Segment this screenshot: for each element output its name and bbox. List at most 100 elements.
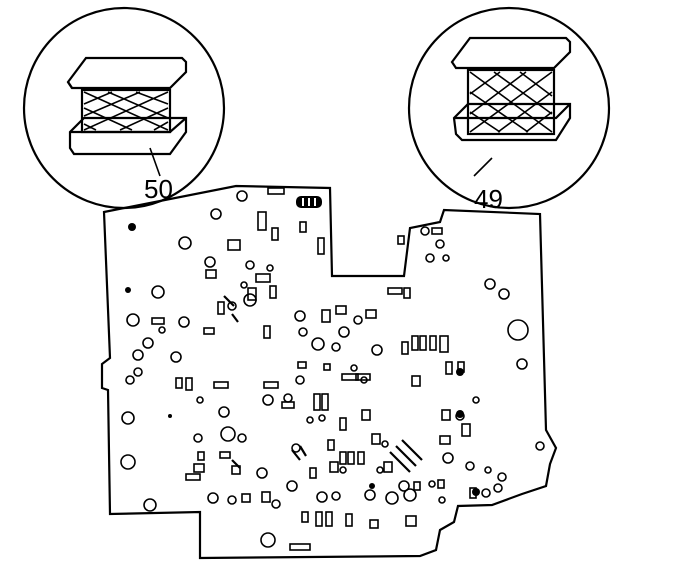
port [231, 465, 241, 475]
port [357, 451, 365, 465]
hole [484, 466, 492, 474]
port [387, 287, 403, 295]
port [185, 377, 193, 391]
ribbed-fitting-slot [308, 198, 310, 206]
port [439, 435, 451, 445]
hole [170, 351, 182, 363]
hole [266, 264, 274, 272]
hole [126, 313, 140, 327]
hole [120, 454, 136, 470]
port [345, 513, 353, 527]
port [315, 511, 323, 527]
hole [316, 491, 328, 503]
port [301, 511, 309, 523]
hole [298, 327, 308, 337]
hole [425, 253, 435, 263]
port [193, 463, 205, 473]
hole [398, 480, 410, 492]
port [271, 227, 279, 241]
port [369, 519, 379, 529]
hole [497, 472, 507, 482]
port [365, 309, 377, 319]
port [317, 237, 325, 255]
hole [385, 491, 399, 505]
port [263, 325, 271, 339]
hole [283, 393, 293, 403]
port [437, 479, 445, 489]
fitting-dot [472, 488, 480, 496]
hole [196, 396, 204, 404]
leader-line-49 [473, 157, 493, 177]
port [403, 287, 411, 299]
hole [339, 466, 347, 474]
hole [210, 208, 222, 220]
port [213, 381, 229, 389]
slot [231, 313, 239, 323]
hole [442, 254, 450, 262]
port [255, 273, 271, 283]
port [269, 285, 277, 299]
hole [262, 394, 274, 406]
port [355, 373, 371, 381]
ribbed-fitting-slot [314, 198, 316, 206]
slot [401, 439, 423, 461]
port [299, 221, 307, 233]
hole [151, 285, 165, 299]
port [185, 473, 201, 481]
port [339, 417, 347, 431]
filter-screen-icon [450, 36, 572, 142]
port [247, 287, 257, 301]
hole [465, 461, 475, 471]
fitting-dot [128, 223, 136, 231]
hole [240, 281, 248, 289]
port [361, 409, 371, 421]
port [383, 461, 393, 473]
slot [223, 295, 235, 307]
hole [311, 337, 325, 351]
hole [271, 499, 281, 509]
port [217, 301, 225, 315]
hole [484, 278, 496, 290]
hole [142, 337, 154, 349]
callout-circle-49 [407, 6, 611, 210]
hole [331, 342, 341, 352]
fitting-dot [168, 414, 172, 418]
valve-body-features [120, 187, 545, 551]
slot [395, 445, 417, 467]
port [371, 433, 381, 445]
slot [231, 459, 241, 469]
callout-circle-50 [22, 6, 226, 210]
hole [295, 375, 305, 385]
port [327, 439, 335, 451]
hole [204, 256, 216, 268]
slot [389, 451, 411, 473]
hole [227, 301, 237, 311]
port [325, 511, 333, 527]
hole [227, 495, 237, 505]
hole [376, 466, 384, 474]
port [413, 481, 421, 491]
hole [507, 319, 529, 341]
hole [353, 315, 363, 325]
port [339, 451, 347, 465]
port [411, 335, 419, 351]
port [419, 335, 427, 351]
hole [535, 441, 545, 451]
port [203, 327, 215, 335]
hole [207, 492, 219, 504]
port [297, 361, 307, 369]
hole [133, 367, 143, 377]
hole [442, 452, 454, 464]
fitting-dot [456, 368, 464, 376]
port [341, 373, 359, 381]
port [281, 401, 295, 409]
port [205, 269, 217, 279]
hole [516, 358, 528, 370]
slot [291, 449, 301, 461]
hole [193, 433, 203, 443]
port [151, 317, 165, 325]
slot [299, 445, 307, 457]
hole [364, 489, 376, 501]
port [309, 467, 317, 479]
